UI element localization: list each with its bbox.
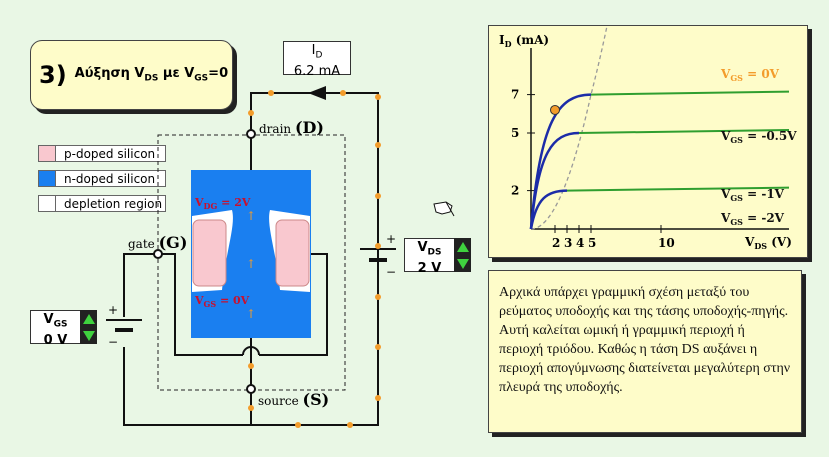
gate-label: gate (G) — [128, 233, 188, 252]
vds-increase-button[interactable] — [456, 241, 469, 252]
svg-text:↑: ↑ — [246, 209, 256, 223]
y-tick-label: 7 — [511, 88, 519, 102]
legend-n-doped: n-doped silicon — [38, 170, 166, 187]
description-text: Αρχικά υπάρχει γραμμική σχέση μεταξύ του… — [499, 285, 791, 395]
vds-display: VDS 2 V — [404, 238, 455, 276]
ohmic-curve — [529, 131, 580, 230]
y-axis-label: ID (mA) — [499, 33, 549, 49]
series-label: VGS = 0V — [720, 67, 780, 83]
vds-plus: + — [386, 232, 396, 246]
description-panel: Αρχικά υπάρχει γραμμική σχέση μεταξύ του… — [488, 270, 802, 433]
p-doped-gate-left — [192, 219, 227, 287]
vds-stepper[interactable] — [454, 238, 471, 272]
title-box: 3) Αύξηση VDS με VGS=0 — [30, 40, 233, 110]
drain-label: drain (D) — [259, 118, 324, 137]
source-label: source (S) — [258, 390, 330, 409]
legend-label: depletion region — [64, 196, 163, 211]
depletion-swatch — [39, 196, 56, 211]
gate-terminal — [153, 249, 163, 259]
x-axis-label: VDS (V) — [744, 235, 792, 251]
gate-wire — [123, 253, 157, 317]
legend-label: n-doped silicon — [64, 171, 156, 186]
x-tick-label: 10 — [658, 236, 675, 250]
wire-crossover — [242, 346, 260, 356]
p-doped-gate-right — [275, 219, 310, 287]
electron-flow-arrows: ↑ ↑ ↑ — [246, 209, 256, 321]
vdg-label: VDG = 2V — [195, 196, 251, 212]
gate-return-wire — [123, 347, 251, 426]
svg-text:↑: ↑ — [246, 257, 256, 271]
current-dots — [248, 90, 381, 428]
gate-right-wire — [259, 253, 328, 356]
x-tick-label: 5 — [588, 236, 596, 250]
vds-minus: − — [386, 265, 396, 279]
id-value: 6.2 mA — [293, 63, 341, 79]
legend-depletion: depletion region — [38, 195, 166, 212]
drain-current-display: ID 6.2 mA — [283, 41, 351, 79]
legend-label: p-doped silicon — [64, 146, 156, 161]
ohmic-curve — [529, 189, 568, 230]
series-label: VGS = -0.5V — [720, 129, 797, 145]
vgs-value: 0 V — [43, 332, 68, 348]
vgs-minus: − — [108, 335, 118, 349]
saturation-line — [566, 186, 790, 192]
vgs-channel-label: VGS = 0V — [195, 294, 250, 310]
y-tick-label: 5 — [511, 126, 519, 140]
circuit-diagram: + − + − ↑ ↑ ↑ — [106, 86, 455, 428]
series-label: VGS = -2V — [720, 211, 785, 227]
series-label: VGS = -1V — [720, 187, 785, 203]
id-label: ID — [311, 43, 323, 61]
vds-value: 2 V — [417, 260, 442, 276]
vgs-increase-button[interactable] — [82, 313, 95, 324]
saturation-line — [590, 90, 790, 96]
y-tick-label: 2 — [511, 184, 519, 198]
current-arrow-icon — [308, 86, 326, 100]
gate-internal-wire — [162, 253, 243, 356]
x-tick-label: 3 — [564, 236, 572, 250]
title-number: 3) — [39, 61, 67, 89]
pointer-hand-icon[interactable] — [433, 201, 455, 217]
title-text: Αύξηση VDS με VGS=0 — [74, 66, 229, 84]
saturation-boundary-curve — [530, 22, 609, 230]
operating-point — [550, 104, 560, 115]
svg-text:↑: ↑ — [246, 307, 256, 321]
saturation-line — [578, 129, 790, 134]
ohmic-curve — [529, 93, 592, 230]
drain-terminal — [246, 129, 256, 139]
vgs-stepper[interactable] — [80, 310, 97, 344]
x-tick-label: 2 — [552, 236, 560, 250]
vgs-display: VGS 0 V — [30, 310, 81, 348]
p-doped-swatch — [39, 146, 56, 161]
vds-decrease-button[interactable] — [456, 258, 469, 269]
vgs-decrease-button[interactable] — [82, 330, 95, 341]
legend-p-doped: p-doped silicon — [38, 145, 166, 162]
x-tick-label: 4 — [576, 236, 584, 250]
source-terminal — [246, 384, 256, 394]
vgs-plus: + — [108, 303, 118, 317]
n-doped-swatch — [39, 171, 56, 186]
